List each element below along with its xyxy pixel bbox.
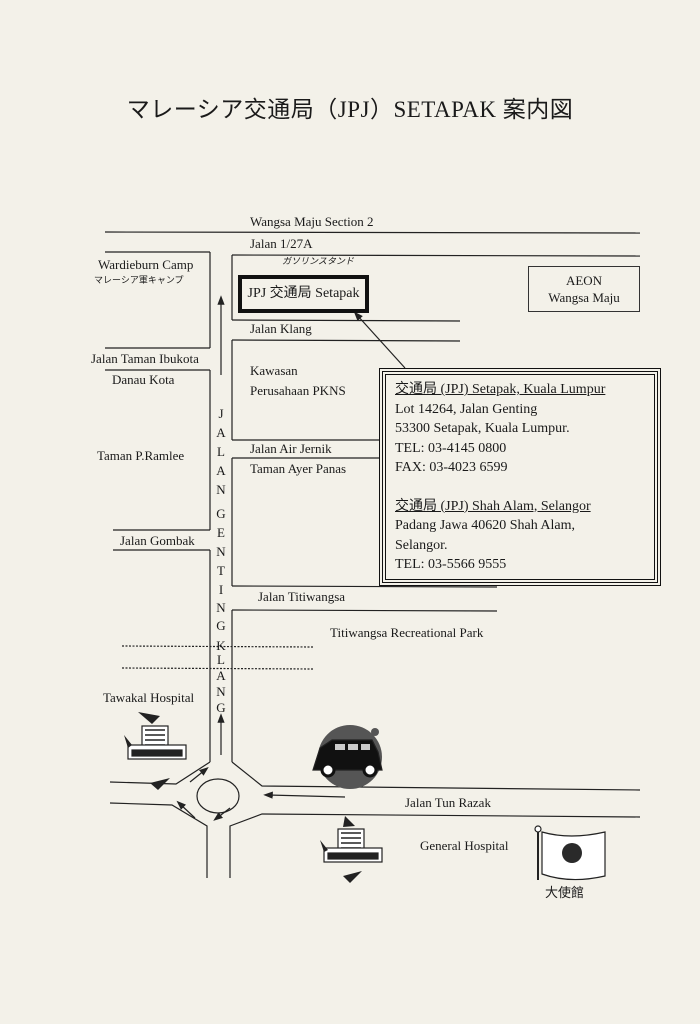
vertical-letter: N (216, 544, 226, 559)
vertical-letter: A (216, 463, 226, 478)
aeon-line1: AEON (565, 273, 603, 288)
place-taman-p-ramlee: Taman P.Ramlee (97, 448, 185, 463)
vertical-letter: A (216, 425, 226, 440)
place-general-hospital: General Hospital (420, 838, 509, 853)
vertical-letter: T (217, 563, 225, 578)
japan-flag-icon (534, 825, 606, 881)
office1-name: 交通局 (JPJ) Setapak, Kuala Lumpur (395, 382, 606, 397)
office2-address-line1: Padang Jawa 40620 Shah Alam, (395, 518, 576, 533)
road-label-jalan-klang: Jalan Klang (250, 321, 312, 336)
place-wardieburn-camp-jp: マレーシア軍キャンプ (94, 275, 184, 285)
vertical-letter: G (216, 618, 226, 633)
office2-name: 交通局 (JPJ) Shah Alam, Selangor (395, 498, 591, 514)
place-tawakal-hospital: Tawakal Hospital (103, 690, 195, 705)
vertical-letter: N (216, 600, 226, 615)
tawakal-hospital-icon (124, 712, 187, 790)
place-titiwangsa-park: Titiwangsa Recreational Park (330, 625, 484, 640)
vertical-letter: J (218, 406, 224, 421)
vertical-letter: K (216, 638, 226, 653)
office1-address-line1: Lot 14264, Jalan Genting (395, 401, 538, 417)
office1-address-line2: 53300 Setapak, Kuala Lumpur. (395, 421, 570, 436)
place-kawasan-line1: Kawasan (250, 363, 298, 378)
vertical-letter: N (216, 482, 226, 497)
jpj-setapak-marker: JPJ 交通局 Setapak (238, 275, 369, 313)
page-title: マレーシア交通局（JPJ）SETAPAK 案内図 (126, 97, 574, 122)
road-label-jalan-gombak: Jalan Gombak (120, 533, 195, 548)
vertical-letter: E (217, 525, 225, 540)
place-gas-station: ガソリンスタンド (282, 256, 354, 266)
road-label-jalan-taman-ibukota: Jalan Taman Ibukota (91, 351, 199, 366)
vertical-letter: L (217, 444, 225, 459)
office-info-box: 交通局 (JPJ) Setapak, Kuala Lumpur Lot 1426… (379, 368, 661, 586)
place-danau-kota: Danau Kota (112, 372, 175, 387)
general-hospital-icon (320, 816, 383, 883)
road-label-jalan-air-jernik: Jalan Air Jernik (250, 441, 332, 456)
road-label-jalan-tun-razak: Jalan Tun Razak (405, 795, 491, 810)
place-aeon: AEON Wangsa Maju (528, 266, 640, 312)
place-wardieburn-camp: Wardieburn Camp (98, 257, 194, 272)
office2-address-line2: Selangor. (395, 537, 448, 553)
car-icon (312, 725, 383, 789)
vertical-letter: L (217, 652, 225, 667)
place-embassy: 大使館 (545, 885, 585, 900)
place-kawasan-line2: Perusahaan PKNS (250, 383, 346, 398)
direction-arrows (176, 295, 406, 821)
road-label-wangsa-maju: Wangsa Maju Section 2 (250, 214, 374, 229)
vertical-letter: G (216, 700, 226, 715)
office2-tel: TEL: 03-5566 9555 (395, 557, 507, 572)
vertical-letter: G (216, 506, 226, 521)
vertical-letter: A (216, 668, 226, 683)
road-label-jalan-titiwangsa: Jalan Titiwangsa (258, 589, 346, 604)
vertical-letter: I (218, 582, 224, 597)
aeon-line2: Wangsa Maju (548, 290, 620, 305)
place-taman-ayer-panas: Taman Ayer Panas (250, 461, 347, 476)
vertical-letter: N (216, 684, 226, 699)
road-lines (104, 231, 641, 878)
road-label-jalan-1-27a: Jalan 1/27A (250, 236, 313, 251)
office1-fax: FAX: 03-4023 6599 (395, 460, 508, 475)
office1-tel: TEL: 03-4145 0800 (395, 440, 507, 456)
